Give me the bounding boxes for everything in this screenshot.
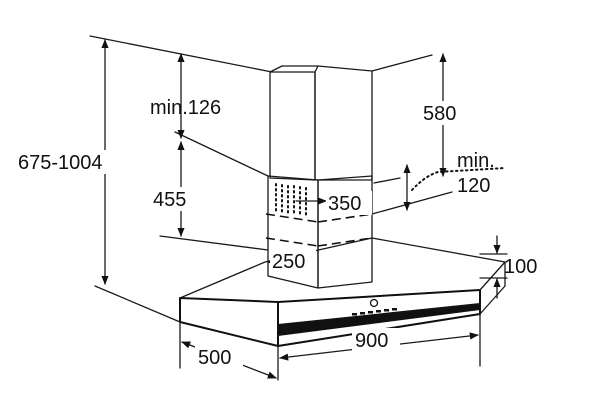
canopy-body (179, 237, 506, 347)
dimension-labels: 675-1004 min.126 455 580 min. 120 350 25… (16, 97, 537, 369)
label-canopy-height: 100 (504, 256, 537, 278)
canopy-front-panel (278, 303, 480, 336)
duct-offset-leader (411, 167, 506, 191)
control-buttons (352, 298, 397, 316)
label-canopy-depth: 500 (198, 347, 231, 369)
label-canopy-width: 900 (355, 330, 388, 352)
label-duct-offset-value: 120 (457, 175, 490, 197)
power-button-icon (369, 298, 379, 308)
label-chimney-lower: 455 (153, 189, 186, 211)
chimney-upper-section (269, 65, 373, 181)
label-chimney-depth: 250 (272, 251, 305, 273)
label-chimney-upper: 580 (423, 103, 456, 125)
chimney-lower-section (265, 175, 373, 289)
label-chimney-width: 350 (328, 193, 361, 215)
vent-slots (275, 183, 307, 217)
label-duct-offset-min: min. (457, 150, 495, 172)
label-overall-height: 675-1004 (18, 152, 103, 174)
label-chimney-gap: min.126 (150, 97, 221, 119)
